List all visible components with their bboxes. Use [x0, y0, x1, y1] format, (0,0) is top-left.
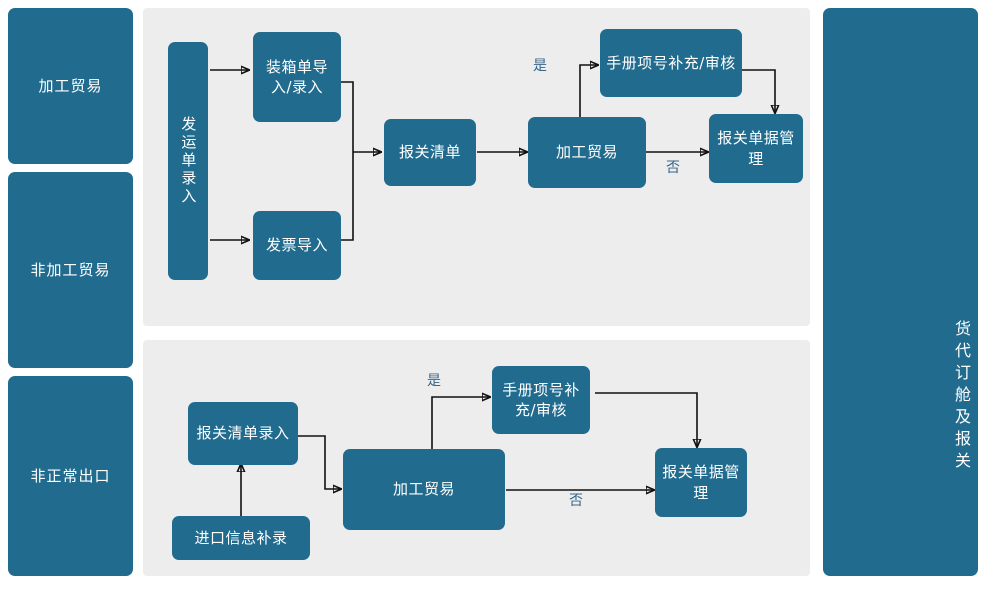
node-label: 报关清单录入	[196, 424, 290, 443]
node-label: 报关单据管理	[717, 129, 795, 168]
edge-label-yes-top: 是	[533, 58, 548, 74]
node-processing-trade-top[interactable]: 加工贸易	[528, 117, 646, 188]
right-bar-forwarder-booking-customs[interactable]: 货代订舱及报关	[823, 8, 978, 576]
lane-non-processing-trade[interactable]: 非加工贸易	[8, 172, 133, 368]
edge-label-no-bottom: 否	[569, 493, 584, 509]
node-invoice-import[interactable]: 发票导入	[253, 211, 341, 280]
node-label: 发运单录入	[179, 116, 198, 206]
node-customs-declaration-list[interactable]: 报关清单	[384, 119, 476, 186]
node-label: 装箱单导入/录入	[265, 57, 328, 96]
node-manual-item-supplement-review-top[interactable]: 手册项号补充/审核	[600, 29, 742, 97]
lane-label: 非正常出口	[30, 466, 111, 485]
right-bar-label: 货代订舱及报关	[952, 320, 971, 474]
node-packing-list-import-entry[interactable]: 装箱单导入/录入	[253, 32, 341, 122]
lane-label: 非加工贸易	[30, 260, 111, 279]
node-manual-item-supplement-review-bottom[interactable]: 手册项号补充/审核	[492, 366, 590, 434]
edge-label-no-top: 否	[666, 160, 681, 176]
lane-label: 加工贸易	[38, 76, 103, 95]
node-customs-declaration-list-entry[interactable]: 报关清单录入	[188, 402, 298, 465]
edge-label-yes-bottom: 是	[427, 373, 442, 389]
node-label: 加工贸易	[555, 143, 618, 162]
node-processing-trade-bottom[interactable]: 加工贸易	[343, 449, 505, 530]
lane-processing-trade[interactable]: 加工贸易	[8, 8, 133, 164]
node-label: 报关清单	[398, 143, 461, 162]
node-shipment-order-entry[interactable]: 发运单录入	[168, 42, 208, 280]
node-customs-document-management-top[interactable]: 报关单据管理	[709, 114, 803, 183]
node-label: 手册项号补充/审核	[606, 53, 736, 72]
node-import-info-supplement[interactable]: 进口信息补录	[172, 516, 310, 560]
node-label: 报关单据管理	[662, 463, 740, 502]
node-label: 发票导入	[265, 236, 328, 255]
lane-abnormal-export[interactable]: 非正常出口	[8, 376, 133, 576]
node-label: 加工贸易	[392, 480, 455, 499]
node-label: 手册项号补充/审核	[502, 380, 580, 419]
node-label: 进口信息补录	[194, 528, 288, 547]
node-customs-document-management-bottom[interactable]: 报关单据管理	[655, 448, 747, 517]
